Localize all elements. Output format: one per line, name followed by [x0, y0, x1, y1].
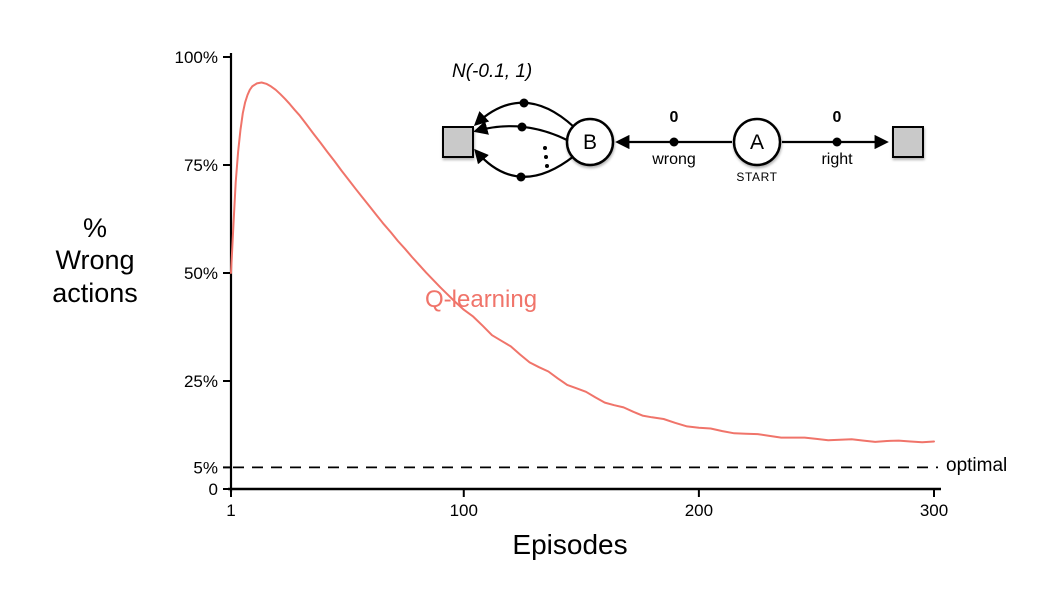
reward-dot-b-top: [519, 98, 529, 108]
state-node-a: [732, 117, 782, 167]
series-label-qlearning: Q-learning: [425, 286, 538, 313]
qlearning-curve: [230, 81, 935, 444]
y-tick-label: 25%: [184, 372, 218, 391]
terminal-square-left: [442, 126, 474, 158]
y-axis-label: % Wrong actions: [28, 212, 162, 309]
state-node-a-label: A: [750, 131, 764, 154]
optimal-line-label: optimal: [946, 455, 1008, 476]
y-tick-label: 75%: [184, 156, 218, 175]
x-tick-label: 100: [450, 501, 478, 520]
right-reward-label: 0: [833, 109, 842, 126]
x-axis-label: Episodes: [512, 529, 628, 560]
right-action-label: right: [821, 151, 853, 168]
wrong-reward-label: 0: [670, 109, 679, 126]
y-tick-label: 100%: [175, 48, 218, 67]
y-axis-label-line: actions: [52, 277, 138, 308]
reward-dot-b-bottom: [516, 172, 526, 182]
ellipsis-dots: [543, 146, 549, 168]
terminal-square-right: [892, 126, 924, 158]
y-tick-label: 50%: [184, 264, 218, 283]
reward-dot-b-middle: [517, 122, 527, 132]
state-node-b-label: B: [583, 131, 597, 154]
arrow-b-to-terminal-bottom: [474, 148, 575, 178]
y-tick-label: 5%: [193, 458, 218, 477]
reward-dot-right: [832, 137, 842, 147]
reward-dot-wrong: [669, 137, 679, 147]
x-tick-label: 1: [226, 501, 235, 520]
y-axis-label-line: %: [82, 213, 107, 243]
x-tick-label: 200: [685, 501, 713, 520]
x-tick-label: 300: [920, 501, 948, 520]
reward-distribution-label: N(-0.1, 1): [452, 61, 532, 82]
y-axis-label-line: Wrong: [55, 245, 135, 276]
state-node-b: [565, 117, 615, 167]
start-label: START: [736, 170, 777, 184]
y-tick-label: 0: [209, 480, 218, 499]
mdp-diagram: N(-0.1, 1) B 0 wrong A START 0 right: [442, 61, 924, 184]
wrong-action-label: wrong: [651, 151, 696, 168]
